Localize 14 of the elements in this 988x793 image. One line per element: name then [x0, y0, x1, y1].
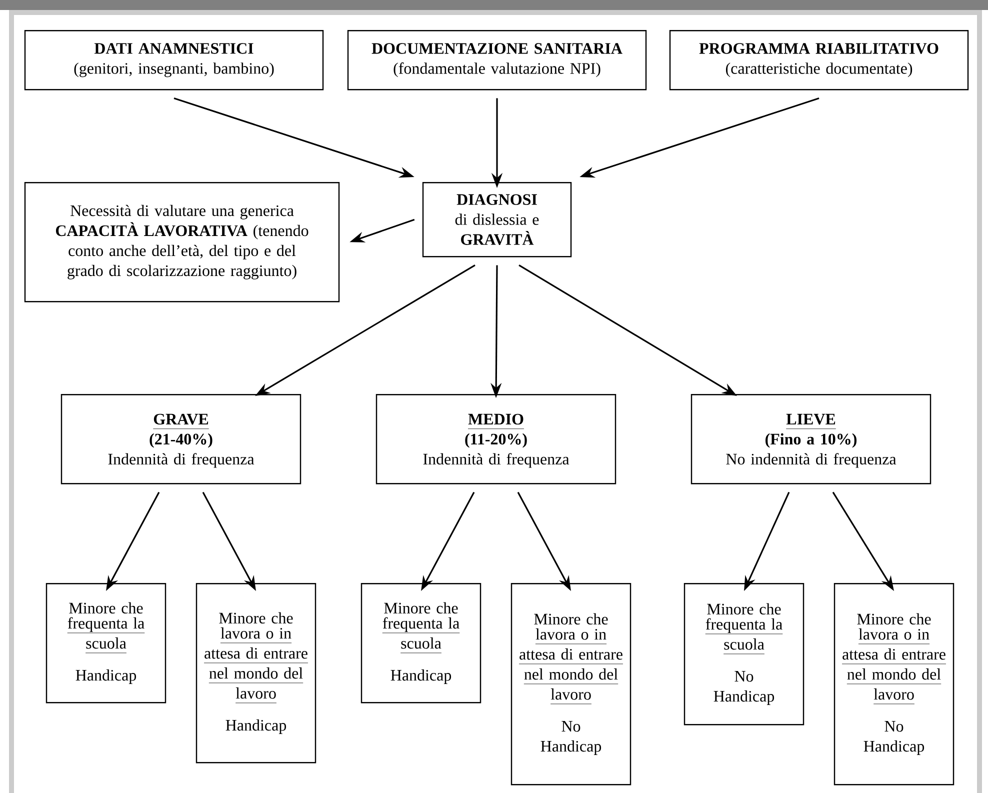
outcome-box: Minore che frequenta la scuola Handicap: [360, 583, 482, 704]
outcome-box: Minore che lavora o in attesa di entrare nel mondo del lavoro No Handicap: [834, 583, 954, 786]
outcome-box: Minore che lavora o in attesa di entrare nel mondo del lavoro Handicap: [196, 583, 316, 764]
severity-box: LIEVE (Fino a 10%) No indennità di frequenza: [690, 394, 932, 484]
source-box: DATI ANAMNESTICI (genitori, insegnanti, bambino): [24, 30, 324, 90]
severity-box: MEDIO (11-20%) Indennità di frequenza: [376, 394, 616, 484]
outcome-box: Minore che frequenta la scuola No Handicap: [684, 583, 804, 726]
source-box: DOCUMENTAZIONE SANITARIA (fondamentale valutazione NPI): [347, 30, 647, 90]
source-box: PROGRAMMA RIABILITATIVO (caratteristiche documentate): [669, 30, 969, 90]
outcome-box: Minore che lavora o in attesa di entrare nel mondo del lavoro No Handicap: [510, 583, 632, 786]
severity-box: GRAVE (21-40%) Indennità di frequenza: [60, 394, 302, 484]
diagnosis-box: DIAGNOSI di dislessia e GRAVITÀ: [422, 182, 572, 258]
outcome-box: Minore che frequenta la scuola Handicap: [46, 583, 166, 704]
note-box: Necessità di valutare una generica CAPACITÀ LAVORATIVA (tenendo conto anche dell’età, del tipo e del grado di scolarizzazione raggiunto): [24, 182, 340, 302]
